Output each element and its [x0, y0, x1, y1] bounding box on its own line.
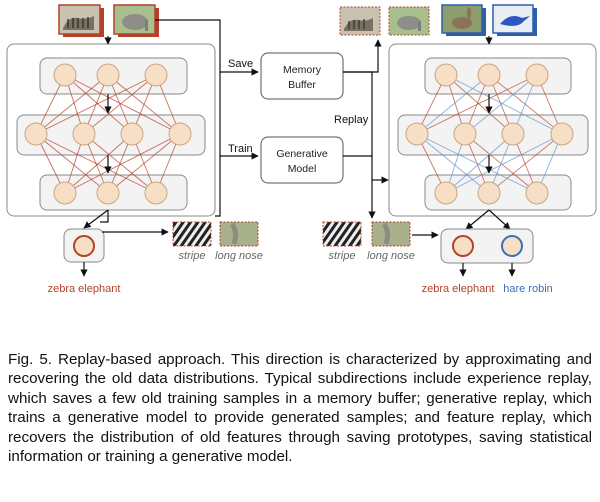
- replay-label: Replay: [334, 114, 369, 126]
- elephant-replay-photo-icon: [388, 6, 430, 36]
- stripe-replay-label: stripe: [329, 250, 356, 262]
- new-edges-new-task: [416, 74, 563, 194]
- new-model-network: [388, 43, 597, 217]
- figure-caption: Fig. 5. Replay-based approach. This dire…: [8, 351, 592, 466]
- zebra-replay-photo-icon: [339, 6, 381, 36]
- old-classes-label: zebra elephant: [48, 283, 121, 295]
- stripe-label: stripe: [179, 250, 206, 262]
- new-neurons: [405, 63, 574, 205]
- new-output-neuron-old: [452, 235, 474, 257]
- long-nose-texture-icon: [219, 221, 259, 247]
- stripe-texture-icon: [172, 221, 212, 247]
- memory-buffer-box: [260, 52, 344, 100]
- stripe-replay-texture-icon: [322, 221, 362, 247]
- memory-buffer-label-1: Memory: [283, 64, 322, 76]
- replay-approach-diagram: zebra elephant stripe long nose Save Tra…: [6, 4, 597, 295]
- hare-photo-icon: [441, 4, 486, 36]
- zebra-photo-icon: [58, 4, 104, 37]
- robin-photo-icon: [492, 4, 537, 36]
- new-old-classes-label: zebra elephant: [422, 283, 495, 295]
- train-label: Train: [228, 143, 253, 155]
- generative-model-box: [260, 136, 344, 184]
- long-nose-replay-texture-icon: [371, 221, 411, 247]
- long-nose-label: long nose: [215, 250, 263, 262]
- new-new-classes-label: hare robin: [503, 283, 553, 295]
- save-label: Save: [228, 58, 253, 70]
- old-neurons: [24, 63, 192, 205]
- old-output-neuron: [73, 235, 95, 257]
- generative-model-label-1: Generative: [276, 148, 328, 160]
- long-nose-replay-label: long nose: [367, 250, 415, 262]
- new-output-neuron-new: [501, 235, 523, 257]
- generative-model-label-2: Model: [288, 163, 317, 175]
- elephant-photo-icon: [113, 4, 159, 37]
- memory-buffer-label-2: Buffer: [288, 79, 316, 91]
- old-model-network: [6, 43, 216, 217]
